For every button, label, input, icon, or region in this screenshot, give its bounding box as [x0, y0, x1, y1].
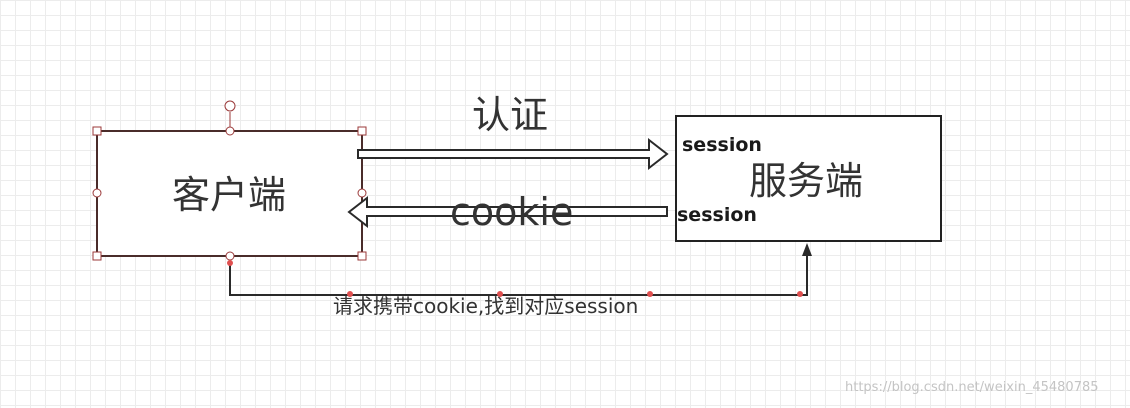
cookie-edge-label: cookie: [450, 190, 574, 234]
request-connector[interactable]: [229, 253, 808, 296]
server-label: 服务端: [749, 159, 864, 203]
waypoint-dot[interactable]: [227, 260, 233, 266]
auth-arrow[interactable]: [357, 137, 669, 171]
waypoint-dot[interactable]: [647, 291, 653, 297]
resize-handle-ne[interactable]: [357, 126, 367, 136]
resize-handle-se[interactable]: [357, 251, 367, 261]
request-edge-label: 请求携带cookie,找到对应session: [333, 294, 639, 318]
client-selection-handles[interactable]: [92, 100, 367, 261]
resize-handle-n[interactable]: [225, 126, 235, 136]
resize-handle-w[interactable]: [92, 188, 102, 198]
waypoint-dot[interactable]: [347, 291, 353, 297]
auth-edge-label: 认证: [472, 93, 549, 137]
client-label: 客户端: [172, 173, 287, 217]
waypoint-dot[interactable]: [797, 291, 803, 297]
waypoint-dot[interactable]: [497, 291, 503, 297]
server-session-label-bottom: session: [677, 204, 757, 226]
resize-handle-s[interactable]: [225, 251, 235, 261]
resize-handle-sw[interactable]: [92, 251, 102, 261]
server-box[interactable]: [675, 115, 942, 242]
request-arrowhead: [802, 243, 812, 256]
resize-handle-e[interactable]: [357, 188, 367, 198]
client-box[interactable]: [96, 130, 363, 257]
connector-waypoints[interactable]: [227, 260, 803, 297]
resize-handle-nw[interactable]: [92, 126, 102, 136]
rotate-handle[interactable]: [224, 100, 236, 112]
server-session-label-top: session: [682, 134, 762, 156]
cookie-arrow[interactable]: [347, 195, 668, 229]
watermark-text: https://blog.csdn.net/weixin_45480785: [845, 380, 1099, 395]
